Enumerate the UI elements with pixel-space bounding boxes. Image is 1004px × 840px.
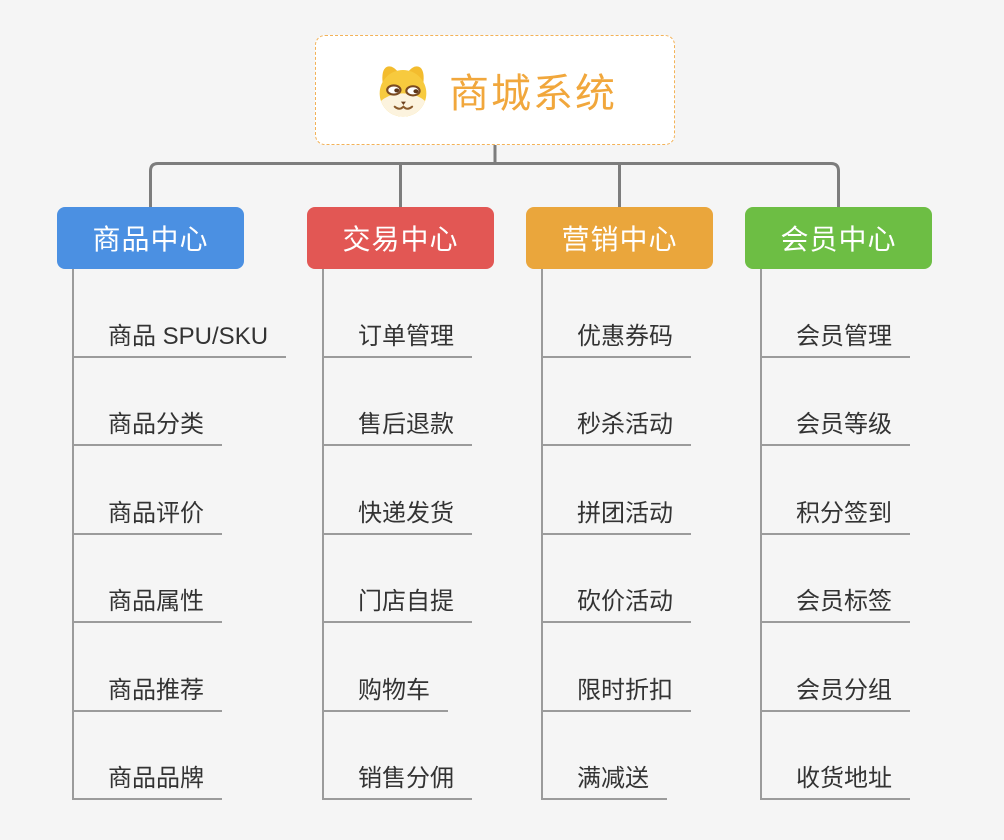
child-topic: 秒杀活动 bbox=[543, 358, 691, 446]
child-topic: 商品评价 bbox=[74, 446, 286, 535]
child-topic: 会员标签 bbox=[762, 535, 910, 623]
child-topic: 商品 SPU/SKU bbox=[74, 269, 287, 358]
branch-2: 交易中心订单管理售后退款快递发货门店自提购物车销售分佣 bbox=[307, 207, 557, 800]
child-topic: 购物车 bbox=[324, 623, 472, 712]
child-topic: 售后退款 bbox=[324, 358, 472, 446]
root-node[interactable]: 商城系统 bbox=[315, 35, 675, 145]
child-topic-label[interactable]: 商品品牌 bbox=[74, 767, 222, 800]
branch-1: 商品中心商品 SPU/SKU 商品分类商品评价商品属性商品推荐商品品牌 bbox=[57, 207, 307, 800]
child-topic: 拼团活动 bbox=[543, 446, 691, 535]
child-topic: 满减送 bbox=[543, 712, 691, 800]
child-topic-label[interactable]: 购物车 bbox=[324, 678, 448, 712]
child-topic-label[interactable]: 销售分佣 bbox=[324, 767, 472, 800]
branch-children: 订单管理售后退款快递发货门店自提购物车销售分佣 bbox=[322, 269, 472, 800]
child-topic: 会员管理 bbox=[762, 269, 910, 358]
child-topic-label[interactable]: 门店自提 bbox=[324, 590, 472, 623]
branch-node[interactable]: 营销中心 bbox=[526, 207, 713, 269]
child-topic-label[interactable]: 会员管理 bbox=[762, 324, 910, 358]
branch-children: 优惠券码秒杀活动拼团活动砍价活动限时折扣满减送 bbox=[541, 269, 691, 800]
child-topic-label[interactable]: 会员分组 bbox=[762, 678, 910, 712]
child-topic-label[interactable]: 限时折扣 bbox=[543, 678, 691, 712]
child-topic-label[interactable]: 优惠券码 bbox=[543, 324, 691, 358]
child-topic-label[interactable]: 砍价活动 bbox=[543, 590, 691, 623]
child-topic: 会员等级 bbox=[762, 358, 910, 446]
child-topic: 商品分类 bbox=[74, 358, 286, 446]
child-topic-label[interactable]: 收货地址 bbox=[762, 767, 910, 800]
child-topic: 会员分组 bbox=[762, 623, 910, 712]
child-topic: 商品属性 bbox=[74, 535, 286, 623]
child-topic-label[interactable]: 秒杀活动 bbox=[543, 413, 691, 446]
branch-node[interactable]: 交易中心 bbox=[307, 207, 494, 269]
branch-node[interactable]: 会员中心 bbox=[745, 207, 932, 269]
child-topic: 商品推荐 bbox=[74, 623, 286, 712]
dog-face-icon bbox=[379, 66, 427, 117]
branch-4: 会员中心会员管理会员等级积分签到会员标签会员分组收货地址 bbox=[745, 207, 995, 800]
child-topic-label[interactable]: 商品评价 bbox=[74, 501, 222, 535]
child-topic-label[interactable]: 会员标签 bbox=[762, 590, 910, 623]
child-topic-label[interactable]: 积分签到 bbox=[762, 501, 910, 535]
child-topic-label[interactable]: 商品推荐 bbox=[74, 678, 222, 712]
child-topic-label[interactable]: 拼团活动 bbox=[543, 501, 691, 535]
child-topic-label[interactable]: 会员等级 bbox=[762, 413, 910, 446]
child-topic-label[interactable]: 商品 SPU/SKU bbox=[74, 324, 287, 358]
child-topic: 积分签到 bbox=[762, 446, 910, 535]
child-topic: 限时折扣 bbox=[543, 623, 691, 712]
branch-children: 会员管理会员等级积分签到会员标签会员分组收货地址 bbox=[760, 269, 910, 800]
child-topic: 销售分佣 bbox=[324, 712, 472, 800]
child-topic: 砍价活动 bbox=[543, 535, 691, 623]
branch-node[interactable]: 商品中心 bbox=[57, 207, 244, 269]
child-topic-label[interactable]: 满减送 bbox=[543, 767, 667, 800]
child-topic-label[interactable]: 商品分类 bbox=[74, 413, 222, 446]
child-topic-label[interactable]: 订单管理 bbox=[324, 324, 472, 358]
root-node-label: 商城系统 bbox=[449, 72, 617, 116]
child-topic-label[interactable]: 售后退款 bbox=[324, 413, 472, 446]
child-topic: 订单管理 bbox=[324, 269, 472, 358]
child-topic: 商品品牌 bbox=[74, 712, 286, 800]
child-topic: 快递发货 bbox=[324, 446, 472, 535]
child-topic: 优惠券码 bbox=[543, 269, 691, 358]
child-topic-label[interactable]: 快递发货 bbox=[324, 501, 472, 535]
branch-children: 商品 SPU/SKU 商品分类商品评价商品属性商品推荐商品品牌 bbox=[72, 269, 287, 800]
child-topic-label[interactable]: 商品属性 bbox=[74, 590, 222, 623]
child-topic: 收货地址 bbox=[762, 712, 910, 800]
child-topic: 门店自提 bbox=[324, 535, 472, 623]
branch-3: 营销中心优惠券码秒杀活动拼团活动砍价活动限时折扣满减送 bbox=[526, 207, 776, 800]
